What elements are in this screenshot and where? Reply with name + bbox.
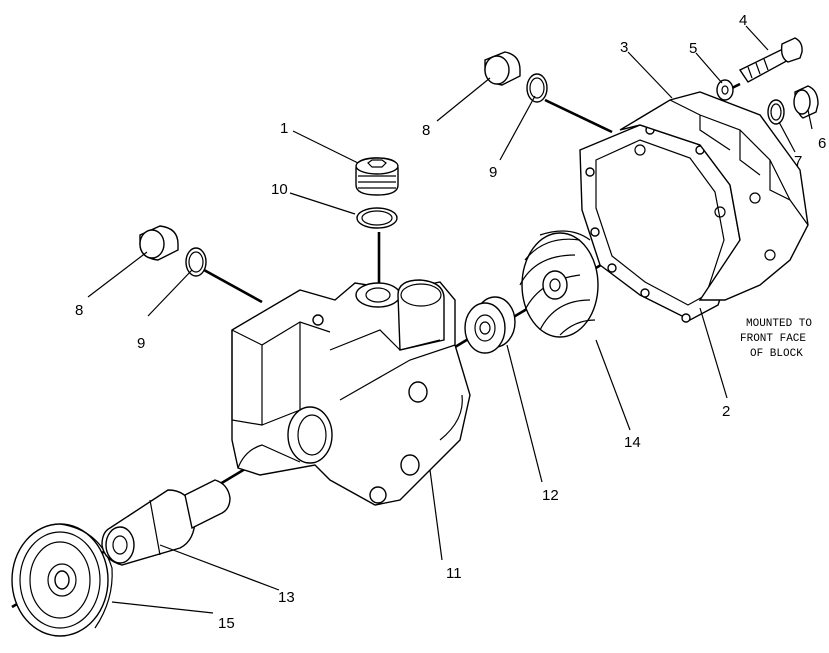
callout-15: 15 [218, 615, 235, 632]
note-line-3: OF BLOCK [750, 348, 803, 360]
callout-5: 5 [689, 40, 697, 57]
callout-3: 3 [620, 39, 628, 56]
top-plug-and-seal [355, 157, 399, 229]
gasket [579, 124, 741, 323]
note-line-1: MOUNTED TO [746, 318, 812, 330]
pump-back-plate [619, 91, 809, 301]
callout-10: 10 [271, 181, 288, 198]
callout-8-upper: 8 [422, 122, 430, 139]
callout-leader-lines [87, 25, 813, 614]
shaft-bearing [101, 479, 231, 566]
left-drain-plug [139, 225, 207, 277]
callout-11: 11 [446, 565, 462, 582]
callout-numbers: 1 2 3 4 5 6 7 8 8 9 9 10 11 12 13 14 15 [75, 12, 826, 632]
impeller [519, 230, 599, 338]
right-plug-and-ring [767, 85, 819, 125]
bolt-and-washer [716, 37, 803, 101]
callout-4: 4 [739, 12, 747, 29]
callout-14: 14 [624, 434, 641, 451]
callout-7: 7 [794, 153, 802, 170]
callout-8-left: 8 [75, 302, 83, 319]
pump-seal [464, 296, 516, 354]
callout-6: 6 [818, 135, 826, 152]
callout-1: 1 [280, 120, 288, 137]
mounting-note: MOUNTED TO FRONT FACE OF BLOCK [740, 318, 812, 360]
callout-9-left: 9 [137, 335, 145, 352]
note-line-2: FRONT FACE [740, 333, 806, 345]
upper-drain-plug [484, 51, 548, 103]
pump-housing [231, 279, 471, 506]
callout-13: 13 [278, 589, 295, 606]
callout-2: 2 [722, 403, 730, 420]
pulley [11, 523, 113, 637]
callout-9-upper: 9 [489, 164, 497, 181]
callout-12: 12 [542, 487, 559, 504]
